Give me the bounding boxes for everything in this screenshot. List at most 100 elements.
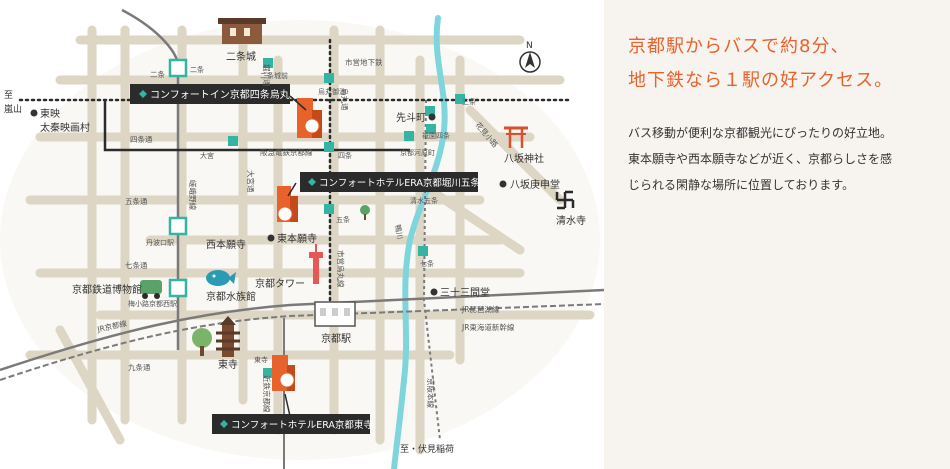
station-marker-karasuma-oike — [324, 73, 334, 83]
headline-line-1: 京都駅からバスで約8分、 — [628, 36, 850, 57]
label-street-gojo: 五条通 — [125, 196, 148, 206]
label-station-karasuma-oike: 烏丸御池 — [318, 87, 346, 96]
label-line-saga: 嵯峨野線 — [188, 180, 198, 210]
label-railway-museum: 京都鉄道博物館 — [72, 283, 142, 296]
description-line-2: 東本願寺や西本願寺などが近く、京都らしさを感 — [628, 152, 893, 166]
access-headline: 京都駅からバスで約8分、 地下鉄なら１駅の好アクセス。 — [628, 30, 893, 98]
station-marker-nijo — [168, 58, 188, 78]
kyoto-tower-illustration — [309, 244, 323, 284]
label-line-jr-biwako: JR琵琶湖線 — [461, 304, 500, 314]
hotel-building-shijo — [297, 98, 322, 138]
label-station-toji: 東寺 — [254, 355, 268, 364]
label-station-omiya: 大宮 — [200, 151, 214, 160]
label-station-kiyomizu-gojo: 清水五条 — [410, 196, 438, 205]
station-marker-omiya — [228, 136, 238, 146]
label-line-keihan: 京阪本線 — [426, 378, 436, 408]
description-line-3: じられる閑静な場所に位置しております。 — [628, 178, 855, 192]
access-map: コンフォートイン京都四条烏丸 コンフォートホテルERA京都堀川五条 コンフォート… — [0, 8, 604, 469]
label-nishi-honganji: 西本願寺 — [206, 238, 246, 251]
hankyu-line — [103, 100, 410, 152]
label-station-gojo: 五条 — [336, 215, 350, 224]
keihan-line — [422, 99, 441, 441]
label-line-jr-shinkansen: JR東海道新幹線 — [461, 322, 515, 332]
label-kiyomizu: 清水寺 — [556, 214, 586, 227]
label-street-horikawa: 堀川通 — [262, 64, 272, 87]
access-description: バス移動が便利な京都観光にぴったりの好立地。 東本願寺や西本願寺などが近く、京都… — [628, 120, 946, 198]
label-aquarium: 京都水族館 — [206, 290, 256, 303]
hotel-name-horikawa: コンフォートホテルERA京都堀川五条 — [319, 177, 480, 189]
station-marker-gojo — [324, 204, 334, 214]
hotel-name-shijo: コンフォートイン京都四条烏丸 — [150, 88, 290, 101]
hotel-label-toji: コンフォートホテルERA京都東寺 — [212, 414, 373, 434]
label-station-umekoji: 梅小路京都西駅 — [128, 299, 177, 308]
label-station-nijo: 二条 — [190, 65, 204, 74]
station-marker-gion-shijo — [426, 124, 436, 134]
jr-main-line — [0, 288, 604, 372]
kyoto-station-illustration — [314, 301, 356, 327]
label-nijo-castle: 二条城 — [226, 50, 256, 63]
station-marker-shichijo — [418, 246, 428, 256]
torii-icon — [504, 126, 528, 148]
label-street-omiya: 大宮通 — [246, 170, 256, 193]
label-street-nijo: 二条 — [150, 69, 165, 79]
label-toji: 東寺 — [218, 358, 238, 371]
label-station-shijo: 四条 — [338, 151, 352, 160]
place-dots — [30, 109, 507, 296]
hotel-label-horikawa: コンフォートホテルERA京都堀川五条 — [300, 172, 480, 192]
label-toei2: 太秦映画村 — [40, 121, 90, 134]
railway-museum-illustration — [140, 280, 162, 299]
label-station-gion-shijo: 祇園四条 — [422, 131, 450, 140]
label-kamo-river: 鴨川 — [393, 224, 405, 241]
hotel-label-shijo: コンフォートイン京都四条烏丸 — [130, 84, 290, 104]
description-line-1: バス移動が便利な京都観光にぴったりの好立地。 — [628, 126, 893, 140]
label-line-hankyu: 阪急電鉄京都線 — [260, 147, 313, 157]
aquarium-illustration — [206, 270, 236, 286]
label-pontocho: 先斗町 — [396, 112, 426, 124]
station-marker-kawaramachi — [404, 131, 414, 141]
label-fushimi: 至・伏見稲荷 — [400, 443, 454, 455]
hotel-building-horikawa — [277, 186, 298, 222]
label-arashiyama: 嵐山 — [4, 104, 22, 115]
label-street-kujo: 九条通 — [128, 362, 151, 372]
tree-illustration — [360, 205, 370, 220]
station-marker-sanjo-east — [425, 106, 435, 116]
label-toei: 東映 — [40, 107, 60, 120]
hotel-leaders — [284, 95, 307, 417]
label-arashiyama-to: 至 — [4, 90, 13, 101]
label-station-kawaramachi: 京都河原町 — [400, 148, 435, 157]
station-labels: 二条 二条城前 烏丸御池 三条 大宮 四条 京都河原町 祇園四条 五条 清水五条… — [128, 65, 476, 364]
temple-icon — [555, 190, 575, 210]
jr-shinkansen-line — [0, 303, 604, 381]
hotel-name-toji: コンフォートホテルERA京都東寺 — [231, 419, 373, 431]
label-station-sanjo: 三条 — [462, 97, 476, 106]
station-marker-tanbaguchi — [168, 216, 188, 236]
label-station-tanbaguchi: 丹波口駅 — [146, 238, 174, 247]
hotel-building-toji — [272, 355, 295, 391]
station-marker-umekoji — [168, 278, 188, 298]
station-marker-shijo — [324, 142, 334, 152]
station-marker-toji — [263, 368, 273, 378]
label-yasaka-koshin: 八坂庚申堂 — [510, 178, 560, 191]
nijo-castle-illustration — [218, 18, 266, 44]
north-arrow-icon — [519, 51, 541, 73]
label-north: N — [526, 41, 533, 51]
label-street-shijo: 四条通 — [130, 134, 153, 144]
station-marker-sanjo — [455, 94, 465, 104]
label-station-nijojo-mae: 二条城前 — [260, 71, 288, 80]
label-sanjusangendo: 三十三間堂 — [440, 286, 490, 299]
toji-pagoda-illustration — [192, 316, 240, 357]
label-higashi-honganji: 東本願寺 — [277, 232, 317, 245]
kamo-river — [391, 15, 448, 469]
label-line-tozai: 市営地下鉄 — [345, 57, 383, 67]
description-panel: 京都駅からバスで約8分、 地下鉄なら１駅の好アクセス。 バス移動が便利な京都観光… — [604, 0, 950, 469]
label-kyoto-tower: 京都タワー — [255, 277, 305, 290]
label-kyoto-station: 京都駅 — [321, 332, 351, 345]
label-station-shichijo: 七条 — [420, 259, 434, 268]
label-line-karasuma-subway: 市営烏丸線 — [336, 250, 346, 288]
label-yasaka: 八坂神社 — [504, 152, 544, 165]
landmark-labels: 二条城 東映 太秦映画村 先斗町 八坂神社 八坂庚申堂 清水寺 西本願寺 東本願… — [4, 41, 586, 455]
station-marker-nijojo-mae — [263, 58, 273, 68]
label-street-karasuma: 烏丸通 — [340, 88, 350, 111]
map-svg: コンフォートイン京都四条烏丸 コンフォートホテルERA京都堀川五条 コンフォート… — [0, 8, 604, 469]
